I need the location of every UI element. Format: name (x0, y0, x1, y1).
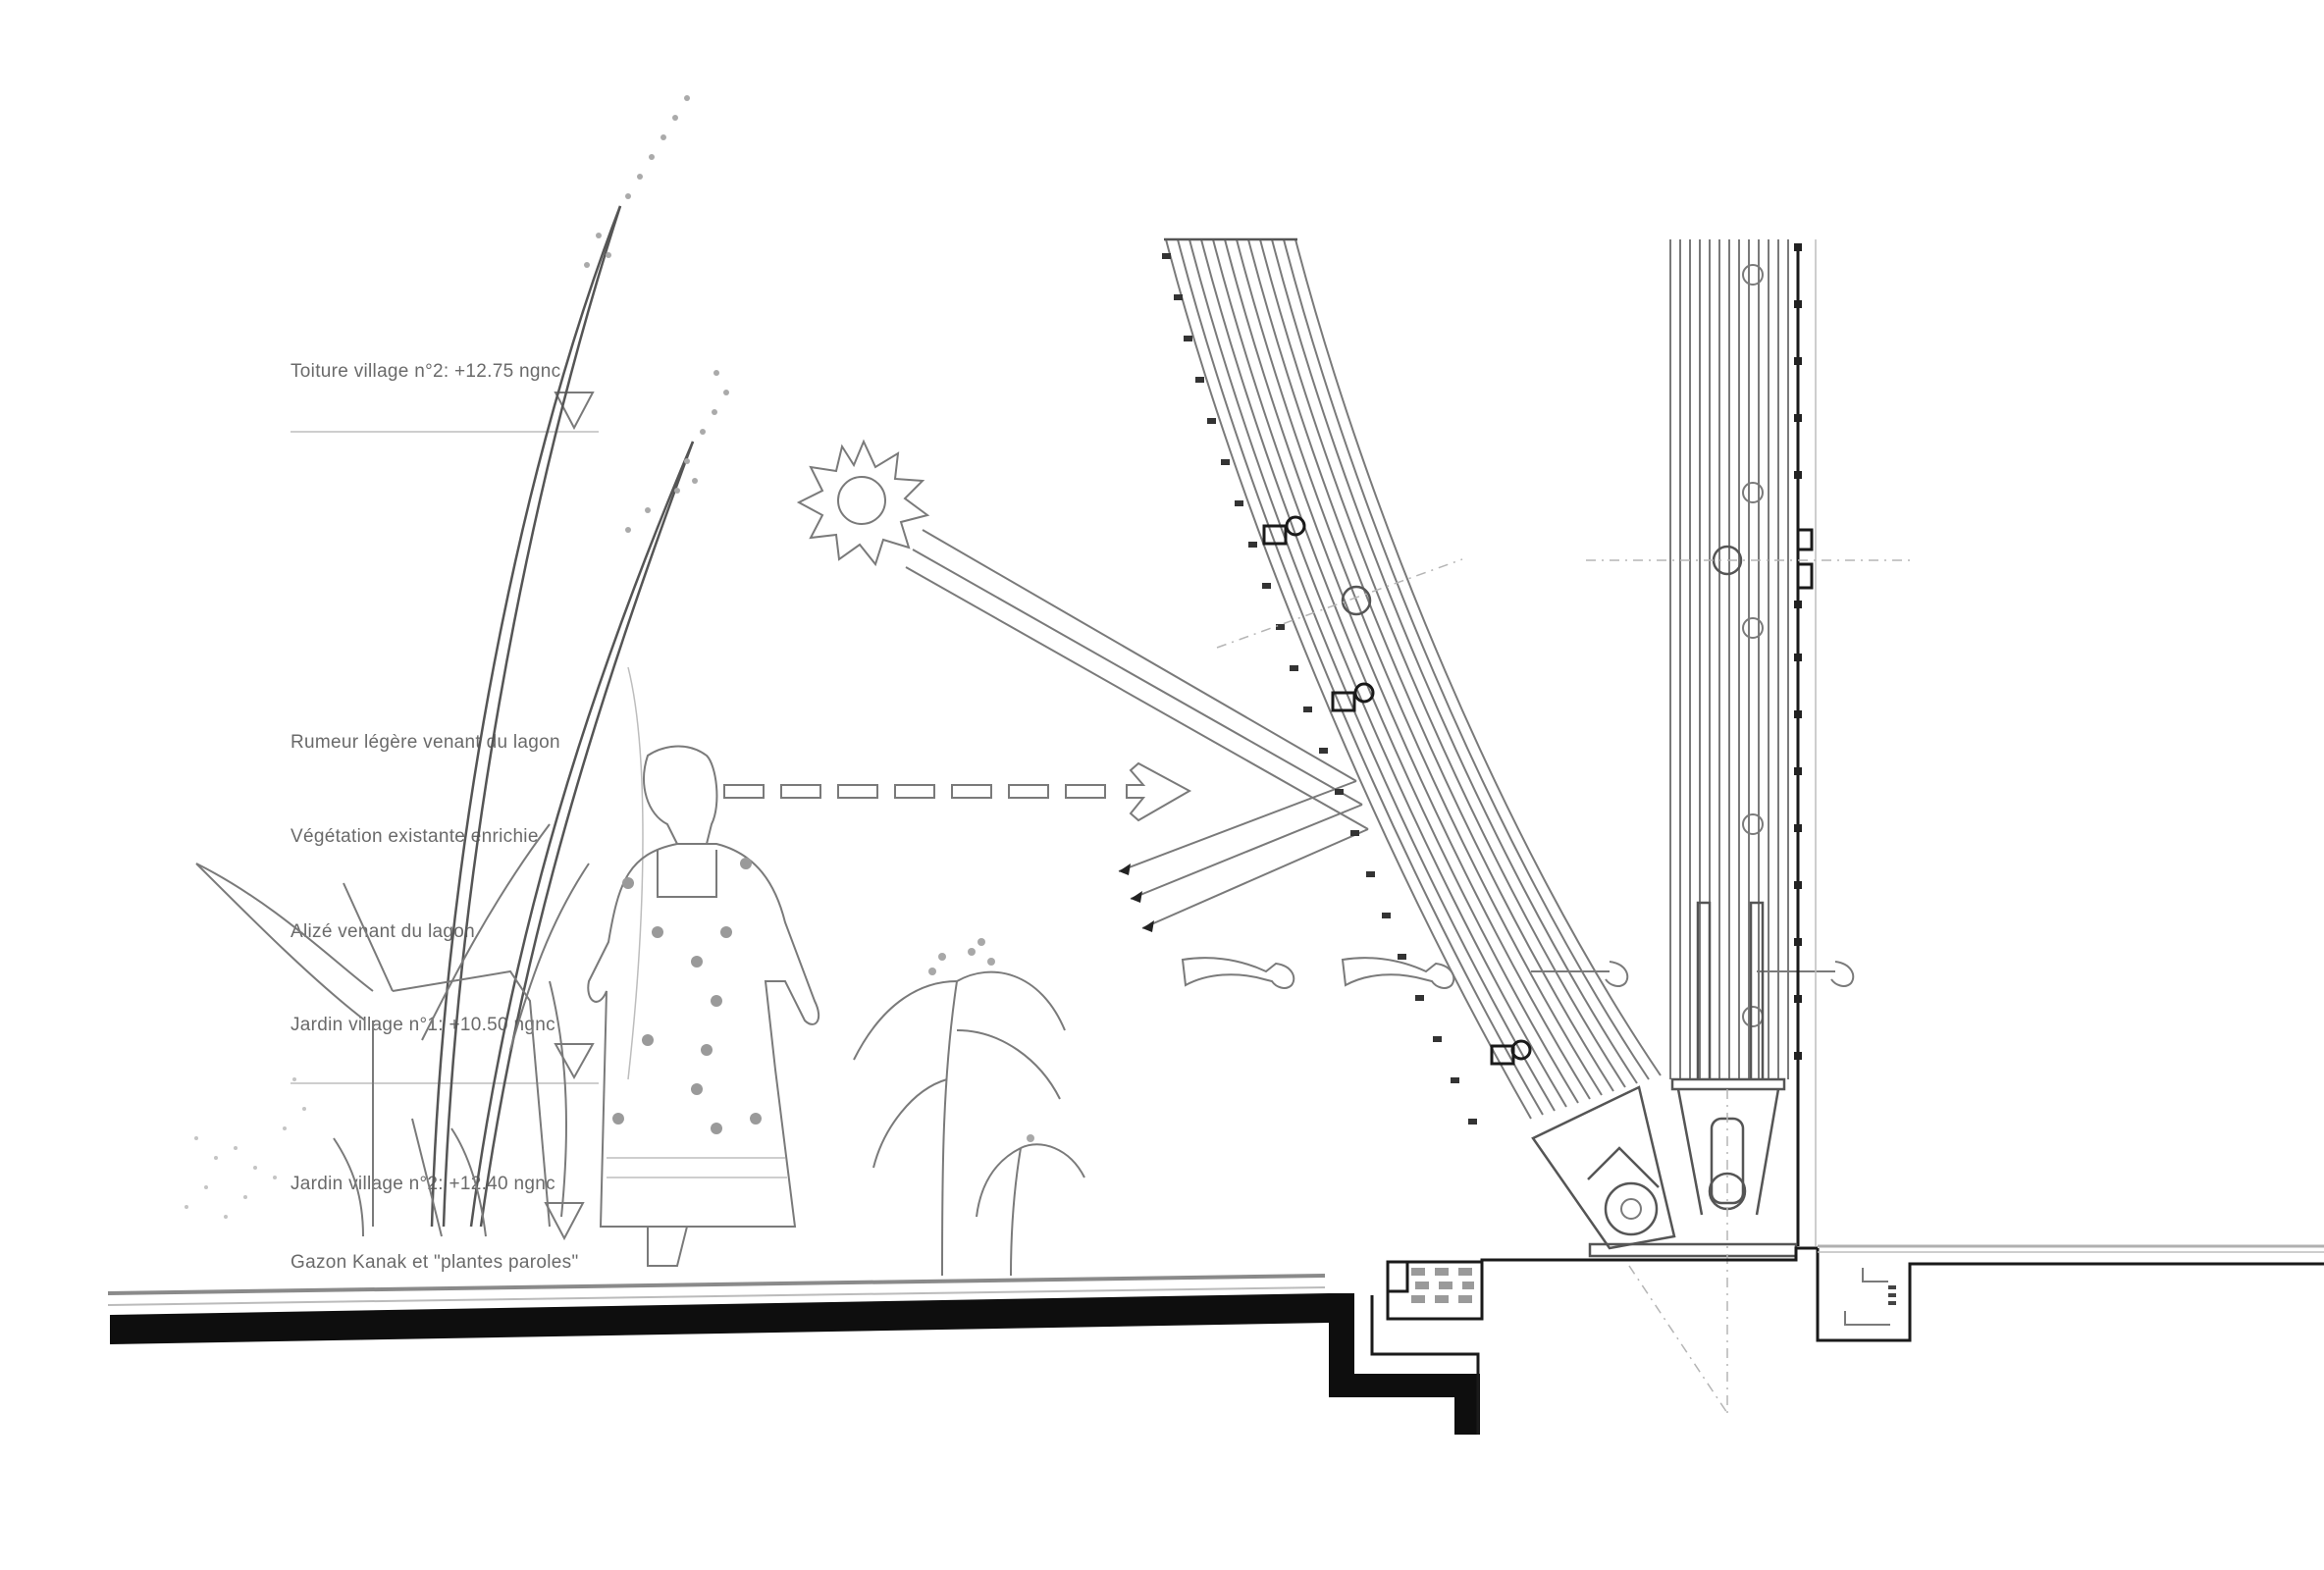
sun-icon (796, 439, 930, 567)
retaining-wall (1329, 1293, 1480, 1435)
sun-rays (905, 529, 1369, 830)
label-lawn: Gazon Kanak et "plantes paroles" (290, 1252, 579, 1273)
vertical-rib (1586, 239, 1910, 1414)
label-roof-level: Toiture village n°2: +12.75 ngnc (290, 361, 560, 382)
roof-level-triangle-icon (554, 392, 595, 431)
wind-arrow-head-icon (1126, 761, 1192, 822)
garden-1-triangle-icon (554, 1043, 595, 1080)
reflected-rays (1118, 780, 1369, 932)
ground-slab (110, 1293, 1329, 1344)
person-robe (587, 843, 820, 1228)
label-light-breeze: Rumeur légère venant du lagon (290, 732, 560, 753)
robe-neckline (657, 850, 717, 898)
garden-2-triangle-icon (544, 1202, 585, 1241)
person-figure (587, 745, 820, 1267)
label-garden-level-1: Jardin village n°1: +10.50 ngnc (290, 1015, 555, 1035)
annotation-labels: Toiture village n°2: +12.75 ngnc Rumeur … (290, 361, 599, 1273)
robe-flower-pattern (612, 858, 762, 1134)
dashed-wind-arrow (723, 761, 1192, 822)
label-garden-level-2: Jardin village n°2: +12.40 ngnc (290, 1174, 555, 1194)
label-vegetation: Végétation existante enrichie (290, 826, 539, 847)
reed-plants (185, 95, 729, 1237)
label-trade-wind: Alizé venant du lagon (290, 921, 475, 942)
ground-section (107, 1244, 2324, 1435)
person-head (643, 745, 718, 845)
right-pit (1816, 1248, 2324, 1342)
inclined-rib (1162, 237, 1676, 1250)
person-feet (647, 1226, 688, 1267)
millet-plant (853, 938, 1085, 1277)
air-flow-arrows (1181, 957, 1855, 989)
